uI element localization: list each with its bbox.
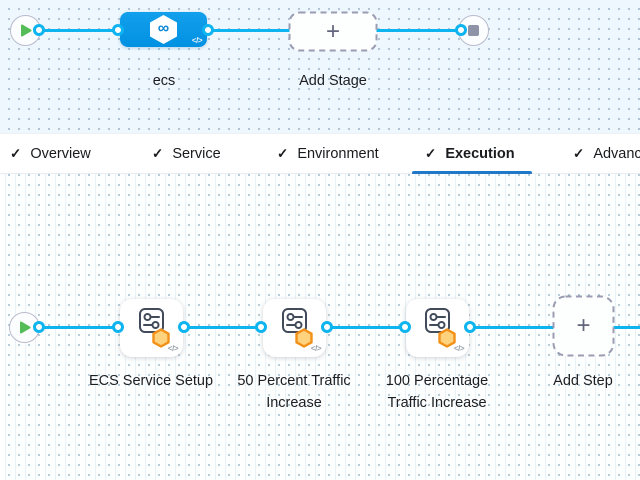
stage-node-ecs[interactable]: ∞ </>: [120, 12, 207, 47]
tab-label: Execution: [445, 146, 515, 162]
step-node-50-percent-traffic-increase[interactable]: </>: [263, 299, 326, 357]
check-icon: ✓: [573, 146, 585, 161]
tab-label: Environment: [297, 146, 379, 162]
connector-port[interactable]: [202, 24, 214, 36]
ecs-step-icon: [425, 308, 450, 333]
active-tab-underline: [412, 171, 532, 175]
stage-canvas: ∞ </> ecs + Add Stage: [0, 0, 640, 133]
connector-line: [44, 325, 640, 329]
tab-service[interactable]: ✓ Service: [152, 134, 221, 174]
tab-label: Service: [172, 146, 221, 162]
add-step-label: Add Step: [553, 373, 613, 389]
step-label: ECS Service Setup: [88, 373, 214, 389]
stage-config-tabs: ✓ Overview ✓ Service ✓ Environment ✓ Exe…: [0, 133, 640, 175]
connector-port[interactable]: [33, 24, 45, 36]
play-icon: [20, 24, 31, 37]
infinity-icon: ∞: [157, 19, 170, 37]
plus-icon: +: [325, 17, 340, 45]
code-view-icon[interactable]: </>: [310, 344, 322, 353]
code-view-icon[interactable]: </>: [167, 344, 179, 353]
connector-port[interactable]: [178, 321, 190, 333]
ecs-badge-icon: [152, 328, 170, 348]
ecs-badge-icon: [438, 328, 456, 348]
tab-environment[interactable]: ✓ Environment: [277, 134, 379, 174]
code-view-icon[interactable]: </>: [191, 36, 203, 45]
execution-canvas: </> ECS Service Setup </> 50 Percent Tra…: [0, 174, 640, 480]
connector-port[interactable]: [112, 321, 124, 333]
dashed-outline: [288, 11, 378, 52]
ecs-step-icon: [139, 308, 164, 333]
check-icon: ✓: [425, 146, 437, 161]
check-icon: ✓: [277, 146, 289, 161]
stop-icon: [468, 25, 479, 36]
step-node-100-percentage-traffic-increase[interactable]: </>: [406, 299, 469, 357]
check-icon: ✓: [152, 146, 164, 161]
step-label: 100 Percentage Traffic Increase: [385, 373, 489, 411]
code-view-icon[interactable]: </>: [453, 344, 465, 353]
connector-port[interactable]: [455, 24, 467, 36]
add-stage-button[interactable]: +: [288, 11, 378, 52]
check-icon: ✓: [10, 146, 22, 161]
connector-port[interactable]: [112, 24, 124, 36]
ecs-step-icon: [282, 308, 307, 333]
connector-port[interactable]: [33, 321, 45, 333]
tab-label: Overview: [30, 146, 91, 162]
add-stage-label: Add Stage: [299, 73, 367, 89]
cd-stage-icon: ∞: [150, 15, 177, 44]
step-node-ecs-service-setup[interactable]: </>: [120, 299, 183, 357]
connector-port[interactable]: [255, 321, 267, 333]
connector-line: [44, 28, 458, 32]
connector-port[interactable]: [399, 321, 411, 333]
tab-advanced[interactable]: ✓ Advanced: [573, 134, 640, 174]
ecs-badge-icon: [295, 328, 313, 348]
tab-label: Advanced: [593, 146, 640, 162]
tab-execution[interactable]: ✓ Execution: [425, 134, 515, 174]
connector-port[interactable]: [464, 321, 476, 333]
tab-overview[interactable]: ✓ Overview: [10, 134, 91, 174]
play-icon: [19, 321, 30, 334]
plus-icon: +: [576, 312, 591, 339]
stage-label: ecs: [152, 73, 176, 89]
add-step-button[interactable]: +: [552, 295, 615, 357]
connector-port[interactable]: [321, 321, 333, 333]
dashed-outline: [552, 295, 615, 357]
step-label: 50 Percent Traffic Increase: [237, 373, 351, 411]
